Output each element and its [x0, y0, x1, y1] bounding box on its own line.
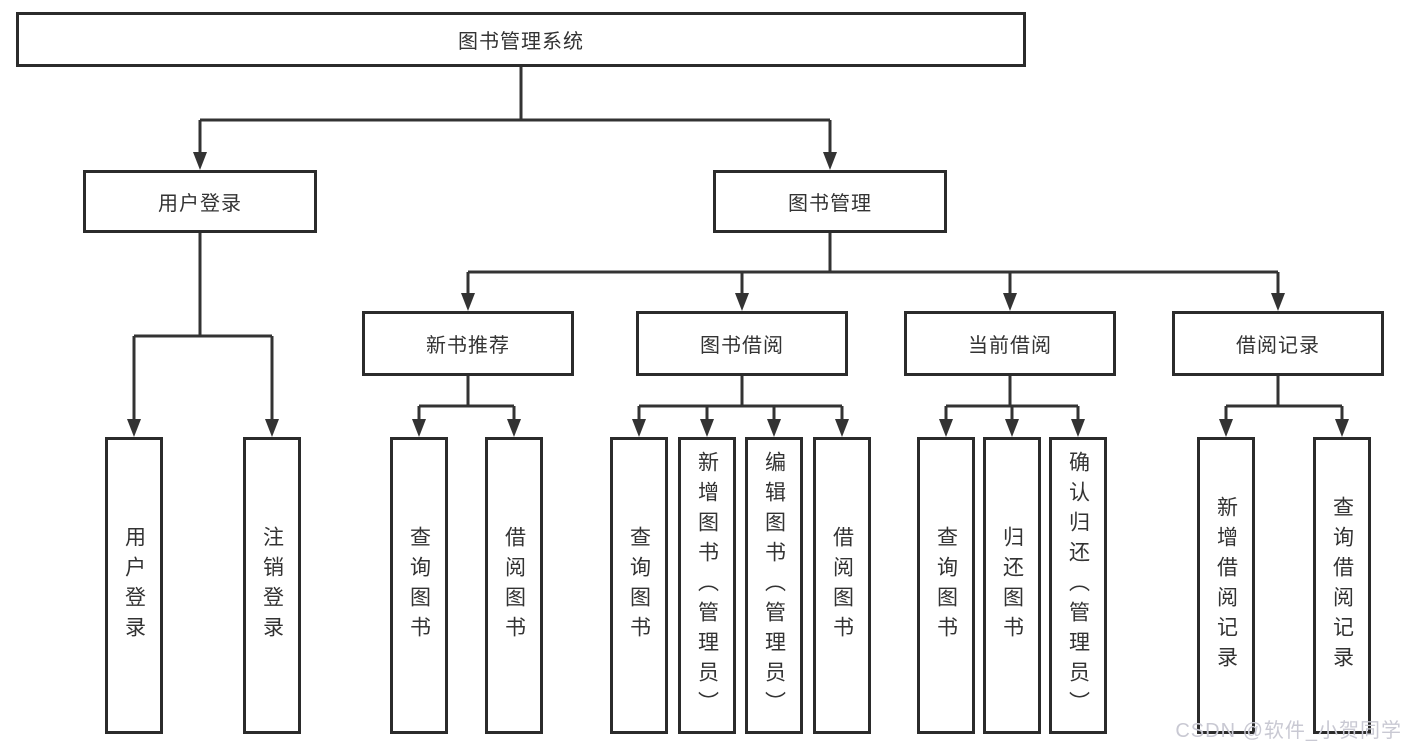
leaf-query-borrow-record: 查询借阅记录: [1313, 437, 1371, 734]
leaf-return-books: 归还图书: [983, 437, 1041, 734]
leaf-logout: 注销登录: [243, 437, 301, 734]
leaf-query-books-current: 查询图书: [917, 437, 975, 734]
node-user-login: 用户登录: [83, 170, 317, 233]
leaf-add-borrow-record: 新增借阅记录: [1197, 437, 1255, 734]
node-root: 图书管理系统: [16, 12, 1026, 67]
leaf-query-books-borrow: 查询图书: [610, 437, 668, 734]
leaf-edit-book-admin: 编辑图书（管理员）: [745, 437, 803, 734]
leaf-query-books-recommend: 查询图书: [390, 437, 448, 734]
leaf-add-book-admin: 新增图书（管理员）: [678, 437, 736, 734]
node-book-management: 图书管理: [713, 170, 947, 233]
csdn-watermark: CSDN @软件_小贺同学: [1175, 720, 1402, 742]
node-borrow-records: 借阅记录: [1172, 311, 1384, 376]
node-current-borrow: 当前借阅: [904, 311, 1116, 376]
leaf-confirm-return-admin: 确认归还（管理员）: [1049, 437, 1107, 734]
leaf-user-login: 用户登录: [105, 437, 163, 734]
node-book-borrow: 图书借阅: [636, 311, 848, 376]
arrowheads: [127, 152, 1349, 437]
leaf-borrow-books: 借阅图书: [813, 437, 871, 734]
leaf-borrow-books-recommend: 借阅图书: [485, 437, 543, 734]
node-new-book-recommend: 新书推荐: [362, 311, 574, 376]
